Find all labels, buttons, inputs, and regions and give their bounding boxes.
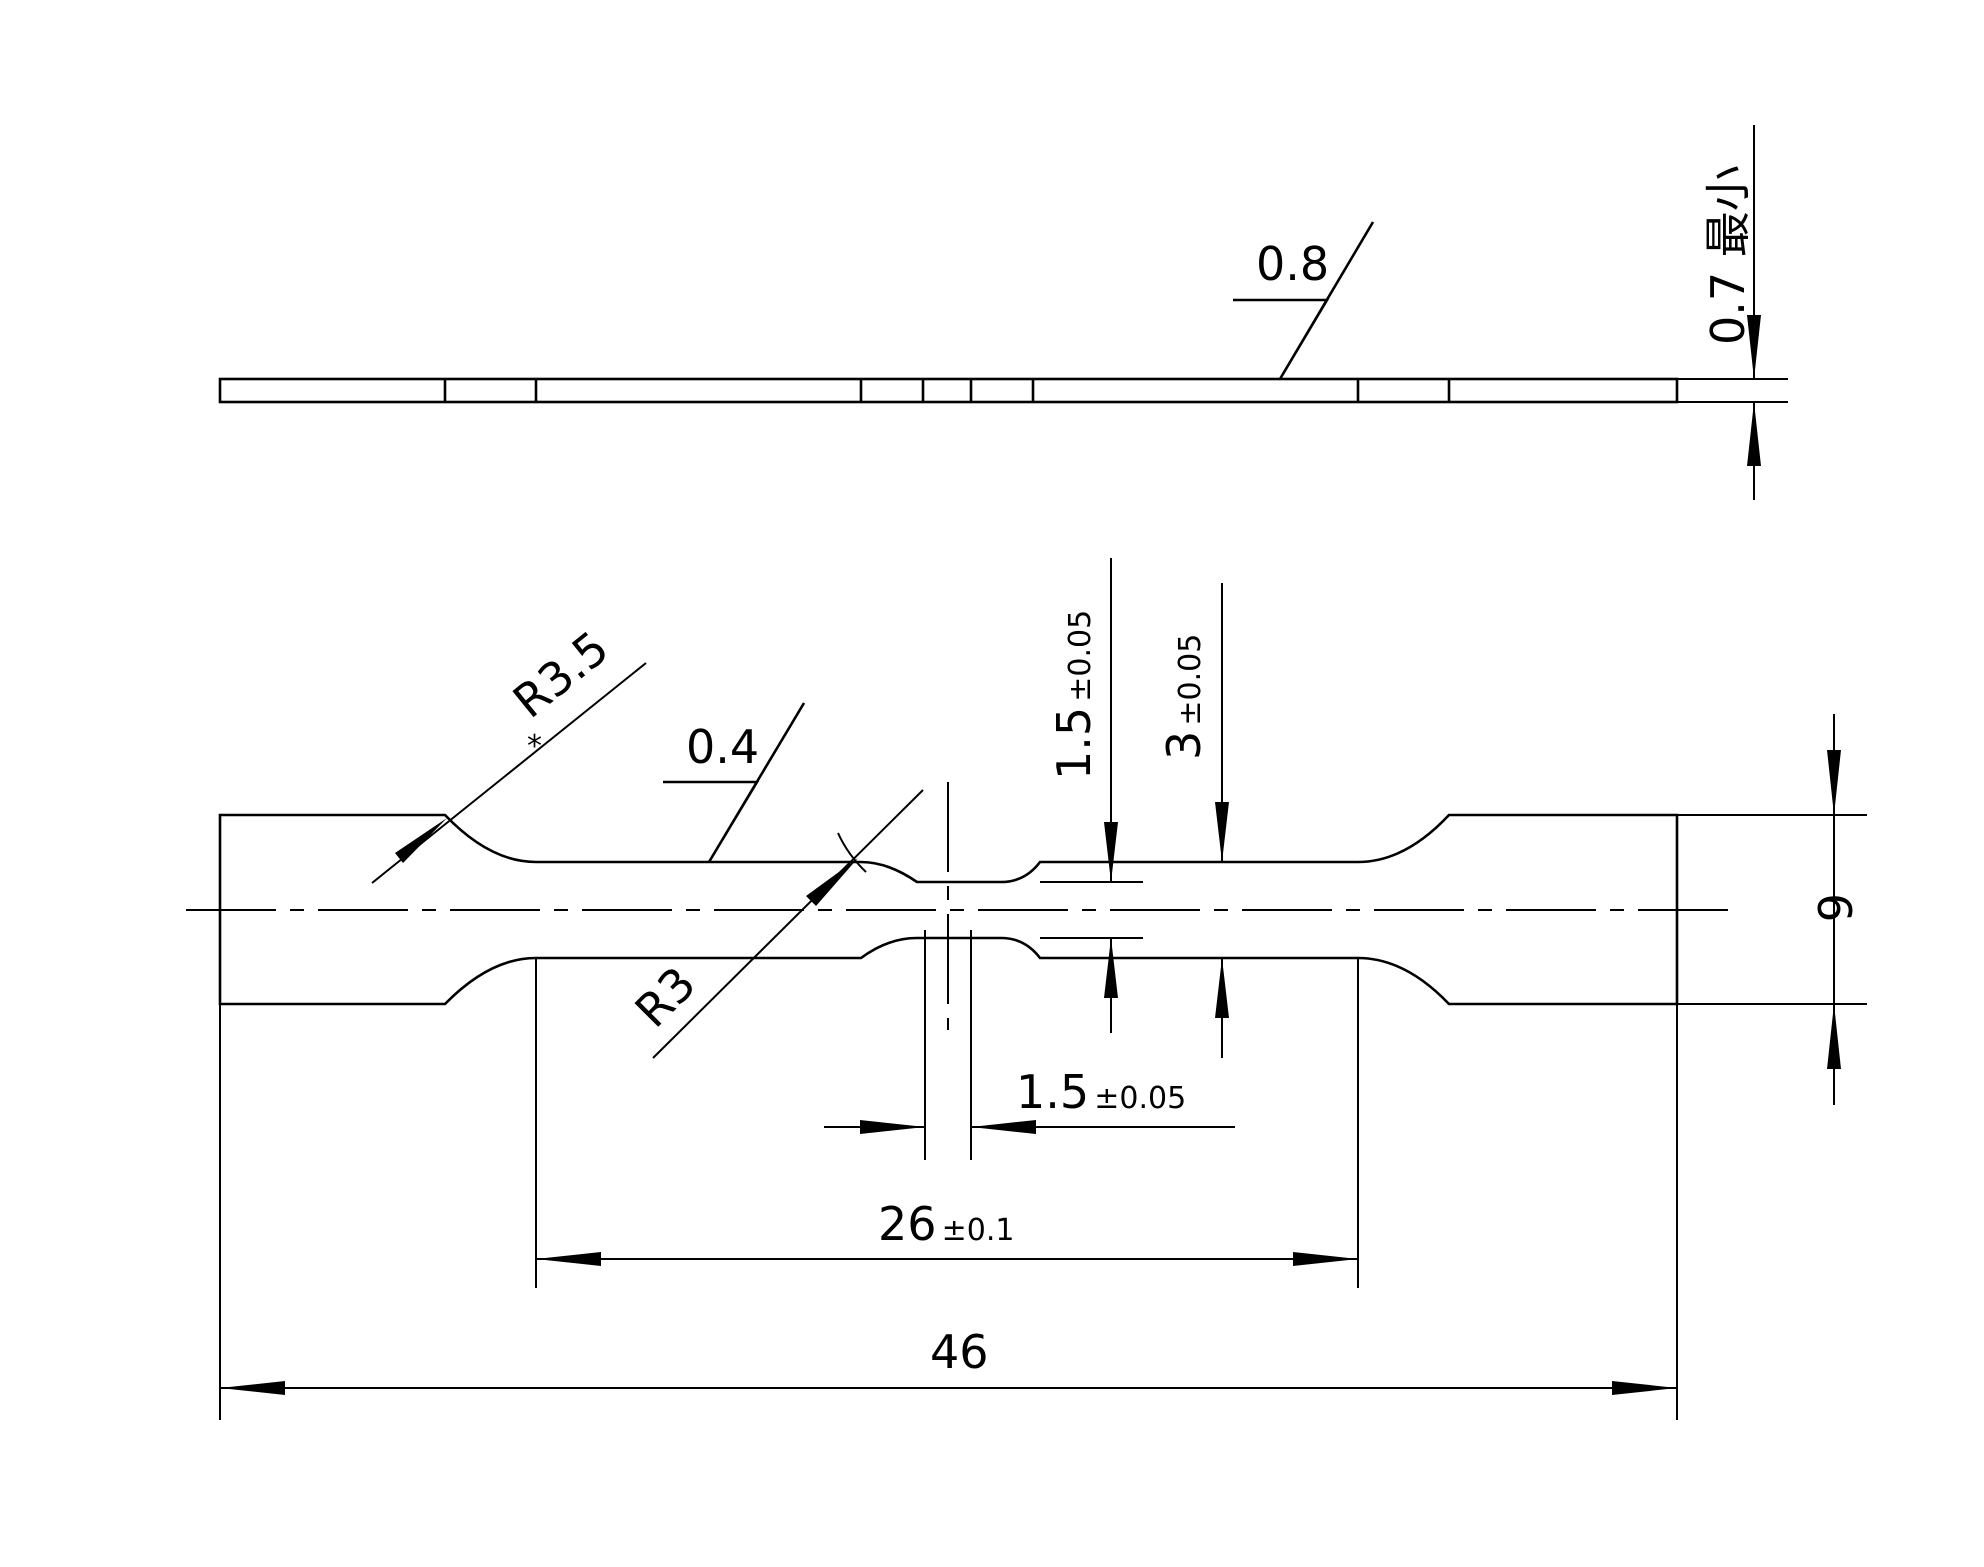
parallel-length-label: 26 ±0.1 [878, 1197, 1015, 1251]
shoulder-width-label: 3 ±0.05 [1157, 634, 1211, 760]
arrow-head [1827, 750, 1841, 815]
gauge-length-dimension: 1.5 ±0.05 [824, 930, 1235, 1160]
side-view-outline [218, 377, 1679, 404]
arrow-head [536, 1252, 601, 1266]
arrow-head [971, 1120, 1036, 1134]
arrow-head [1612, 1381, 1677, 1395]
radius-small-label: R3 [625, 956, 706, 1037]
arrow-head [1215, 958, 1229, 1018]
arrow-head [1827, 1004, 1841, 1069]
thickness-note: 最小 [1701, 165, 1755, 257]
grip-width-dimension: 6 [1677, 714, 1867, 1105]
radius-small-leader: R3 [625, 789, 924, 1059]
gauge-width-dimension: 1.5 ±0.05 [1040, 558, 1143, 1033]
side-view-section-lines [443, 379, 1451, 402]
parallel-length-dimension: 26 ±0.1 [535, 958, 1359, 1288]
total-length-dimension: 46 [219, 1004, 1678, 1420]
gauge-width-label: 1.5 ±0.05 [1047, 610, 1101, 780]
arrow-head [1747, 315, 1761, 379]
total-length-label: 46 [930, 1325, 989, 1379]
roughness-symbol-side: 0.8 [1233, 221, 1375, 380]
shoulder-width-dimension: 3 ±0.05 [1157, 583, 1229, 1058]
arrow-head [220, 1381, 285, 1395]
side-view: 0.8 0.7 最小 [218, 125, 1788, 500]
arrow-head [395, 818, 447, 863]
gauge-length-label: 1.5 ±0.05 [1016, 1065, 1186, 1119]
arrow-head [1293, 1252, 1358, 1266]
roughness-value-front: 0.4 [686, 720, 759, 774]
arrow-head [860, 1120, 925, 1134]
radius-large-label: R3.5 [503, 620, 619, 728]
arrow-head [1104, 938, 1118, 998]
grip-width-label: 6 [1807, 893, 1861, 922]
roughness-symbol-front: 0.4 [663, 702, 806, 863]
radius-large-leader: * R3.5 [371, 620, 647, 884]
front-view: 0.4 * R3.5 R3 [186, 558, 1867, 1420]
roughness-value-side: 0.8 [1256, 237, 1329, 291]
svg-text:*: * [527, 729, 542, 764]
arrow-head [806, 858, 858, 906]
thickness-dimension: 0.7 最小 [1677, 125, 1788, 500]
thickness-value: 0.7 最小 [1701, 165, 1755, 345]
arrow-head [1747, 402, 1761, 466]
arrow-head [1215, 802, 1229, 862]
arrow-head [1104, 822, 1118, 882]
